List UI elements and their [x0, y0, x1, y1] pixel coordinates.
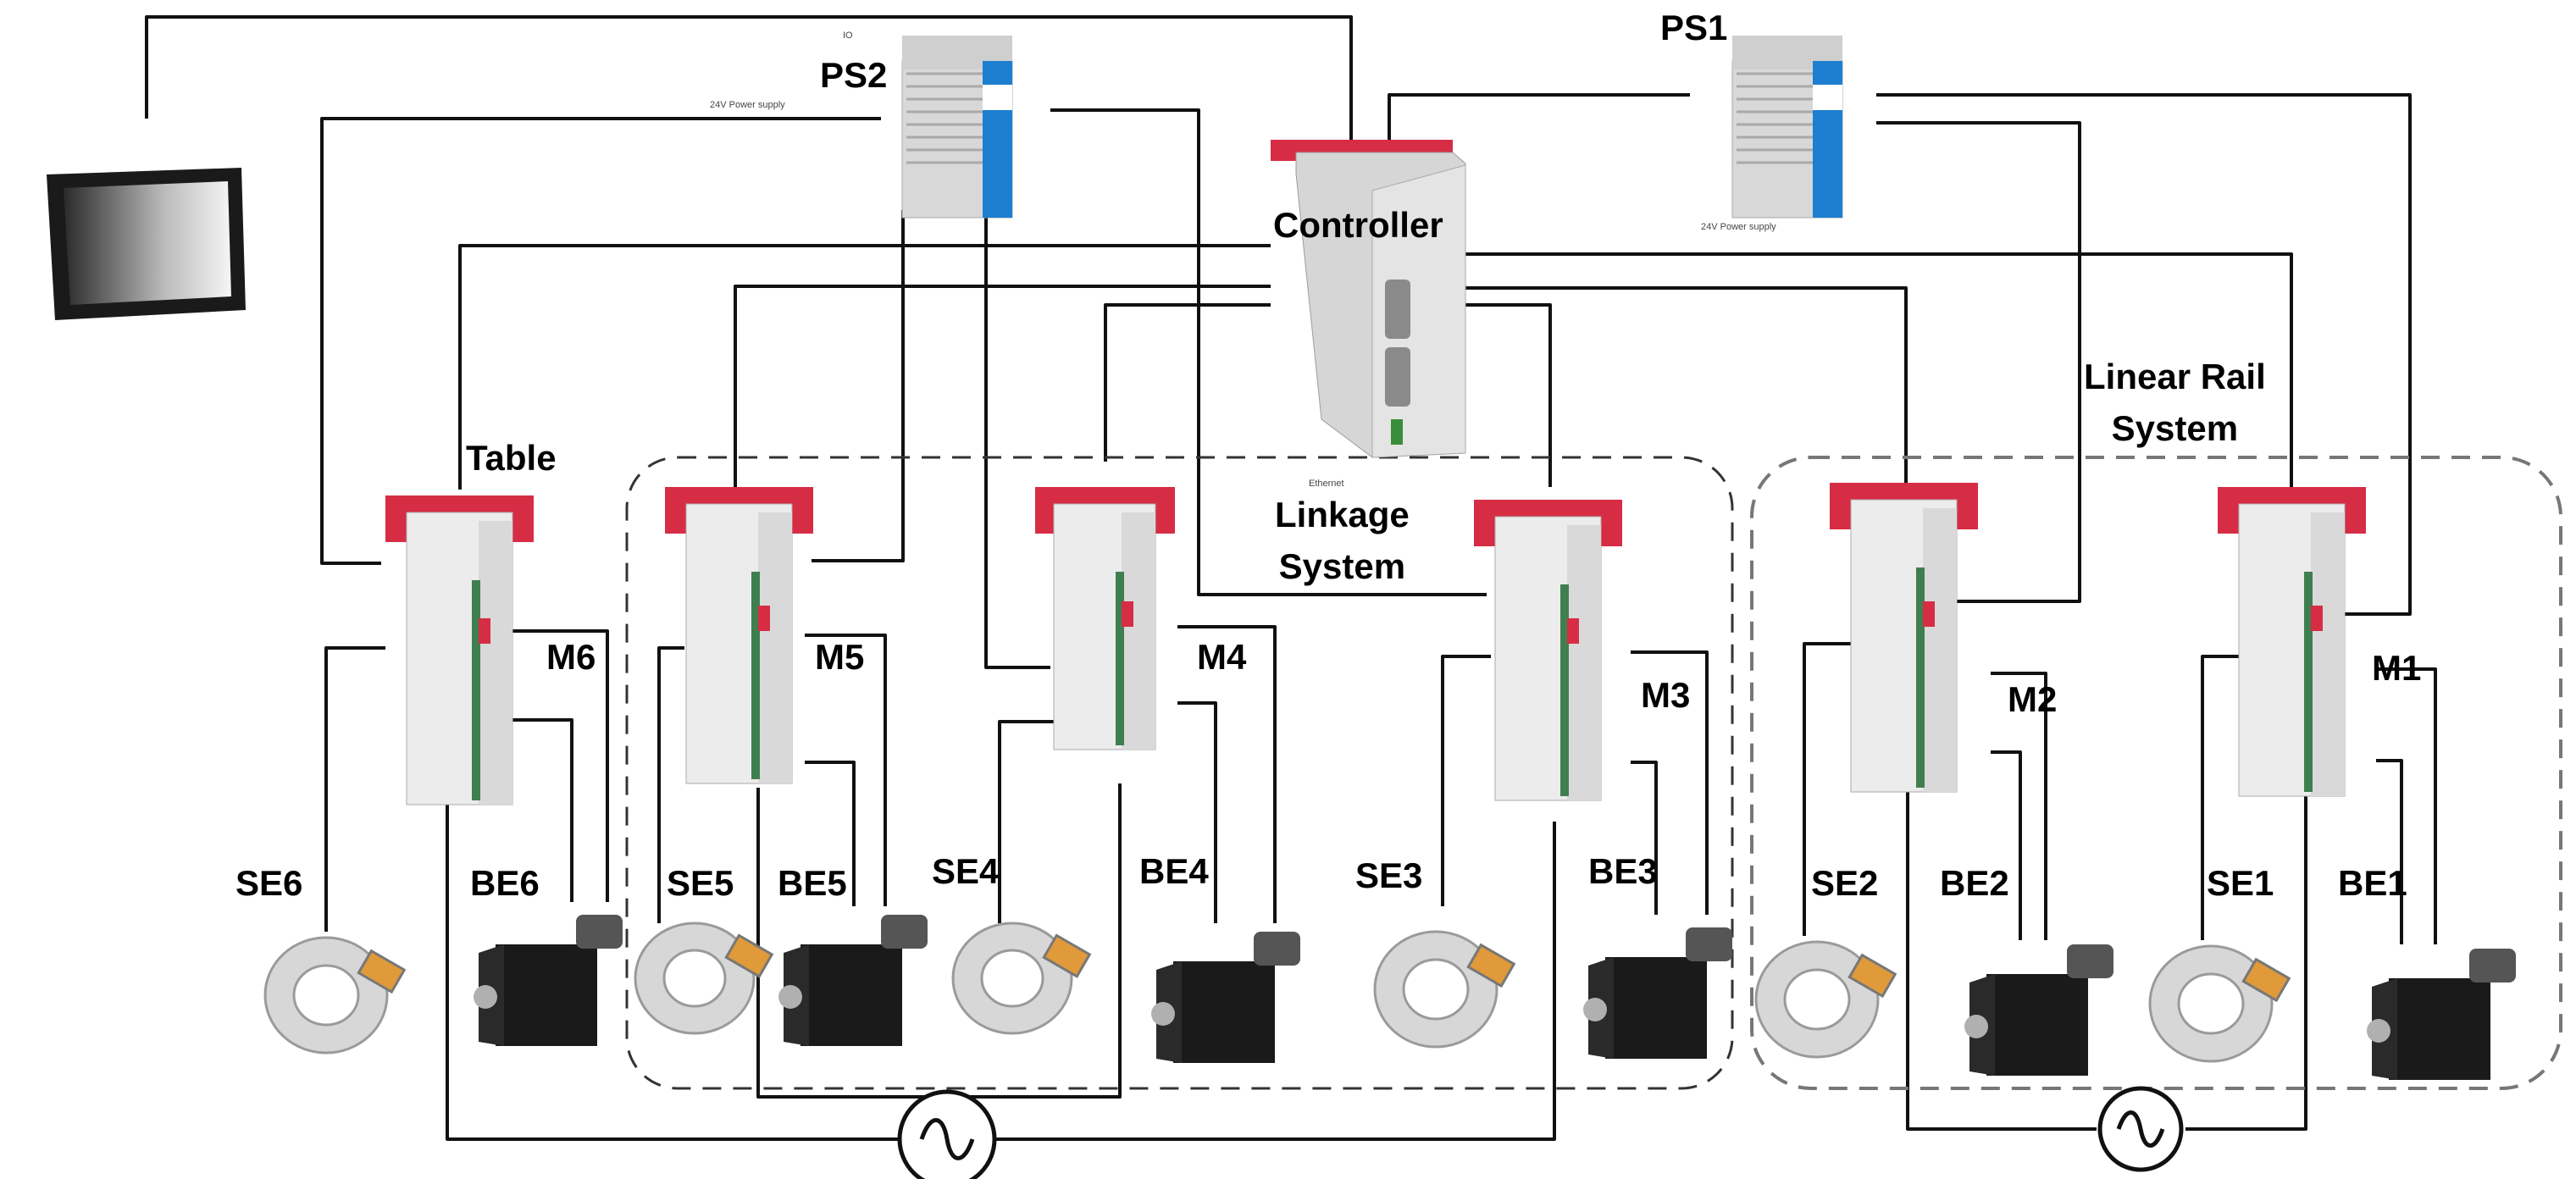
- ps2-m3-power-cable: [1050, 108, 1487, 596]
- ps2-m6-power-cable: [320, 117, 881, 565]
- ps1-power-supply: [1731, 36, 1843, 219]
- m5-be5-cable-a: [805, 634, 887, 906]
- m4-se4-cable: [998, 720, 1054, 923]
- ac-loop-linear-left: [1906, 788, 2097, 1131]
- ac-loop-linkage: [446, 779, 898, 1141]
- m4-be4-cable-a: [1177, 625, 1277, 923]
- motor-be6: [474, 915, 623, 1046]
- m1-se1-cable: [2201, 655, 2239, 940]
- m3-se3-cable: [1441, 655, 1491, 906]
- linear-rail-system-boundary: [1750, 456, 2562, 1090]
- label-m1: M1: [2372, 648, 2422, 688]
- controller-m1-cable: [1461, 252, 2293, 487]
- controller-m2-cable: [1461, 286, 1908, 487]
- ps1-caption: 24V Power supply: [1701, 222, 1776, 232]
- top-cable-caption: IO: [843, 30, 853, 41]
- m5-be5-cable-b: [805, 761, 856, 906]
- label-m4: M4: [1197, 637, 1247, 677]
- controller-caption: Ethernet: [1309, 479, 1344, 489]
- label-be2: BE2: [1940, 863, 2009, 903]
- motor-be3: [1583, 927, 1732, 1059]
- label-m3: M3: [1641, 675, 1691, 715]
- wiring: [145, 15, 2437, 1141]
- m6-be6-cable-b: [504, 718, 573, 902]
- ps1-m2-power-cable: [1876, 121, 2081, 603]
- motors: [474, 915, 2516, 1080]
- drive-m1: [2218, 487, 2366, 797]
- ps2-m4-power-cable: [984, 210, 1050, 669]
- label-se1: SE1: [2207, 863, 2274, 903]
- drive-m6: [385, 495, 534, 805]
- linear-rail-system-label-line2: System: [2111, 407, 2239, 448]
- servo-drives: [385, 483, 2366, 805]
- m5-se5-cable: [657, 646, 684, 923]
- m1-be1-cable-a: [2376, 667, 2437, 944]
- m1-be1-cable-b: [2376, 759, 2403, 944]
- m2-be2-cable-b: [1991, 750, 2022, 940]
- m6-se6-cable: [324, 646, 385, 932]
- linkage-system-label: Linkage System: [1275, 490, 1410, 593]
- controller-m5-cable: [734, 285, 1271, 495]
- motor-be2: [1964, 944, 2113, 1076]
- encoder-se1: [2148, 944, 2291, 1063]
- m3-be3-cable-b: [1631, 761, 1658, 915]
- ac-loop-linkage-right: [995, 822, 1556, 1141]
- hmi-panel: [47, 168, 246, 320]
- table-label: Table: [466, 438, 557, 478]
- label-m5: M5: [815, 637, 865, 677]
- servo-encoders: [263, 922, 2291, 1063]
- ps2-caption: 24V Power supply: [710, 100, 785, 110]
- label-be6: BE6: [470, 863, 540, 903]
- controller-m6-cable: [458, 244, 1271, 490]
- label-be1: BE1: [2338, 863, 2407, 903]
- ac-source-linkage: [897, 1089, 997, 1179]
- ps2-m5-power-cable: [812, 210, 905, 562]
- m4-be4-cable-b: [1177, 701, 1217, 923]
- ps2-label: PS2: [820, 55, 888, 95]
- drive-m4: [1035, 487, 1175, 750]
- motor-be4: [1151, 932, 1300, 1063]
- encoder-se4: [951, 922, 1092, 1035]
- controller-label: Controller: [1273, 205, 1443, 245]
- label-m6: M6: [546, 637, 596, 677]
- drive-m3: [1474, 500, 1622, 801]
- encoder-se6: [263, 936, 407, 1054]
- linkage-system-boundary: [625, 456, 1734, 1090]
- m3-be3-cable-a: [1631, 650, 1709, 915]
- linkage-system-label-line1: Linkage: [1275, 495, 1410, 534]
- linear-rail-system-label-line1: Linear Rail: [2084, 357, 2266, 396]
- label-be5: BE5: [778, 863, 847, 903]
- ps2-power-supply: [901, 36, 1013, 219]
- m6-be6-cable-a: [504, 629, 609, 902]
- ac-loop-linear-right: [2185, 796, 2307, 1131]
- m2-se2-cable: [1803, 642, 1851, 936]
- linear-rail-system-label: Linear Rail System: [2084, 351, 2266, 455]
- encoder-se3: [1373, 930, 1516, 1049]
- m2-be2-cable-a: [1991, 672, 2047, 940]
- label-be3: BE3: [1588, 851, 1658, 891]
- label-se4: SE4: [932, 851, 1000, 891]
- hmi-controller-cable: [145, 15, 1353, 144]
- ps1-m1-power-cable: [1876, 93, 2412, 616]
- label-se2: SE2: [1811, 863, 1879, 903]
- motor-be1: [2367, 949, 2516, 1080]
- controller-unit: [1271, 140, 1466, 458]
- ps1-label: PS1: [1660, 8, 1728, 47]
- ps1-controller-cable: [1388, 93, 1690, 144]
- label-be4: BE4: [1139, 851, 1209, 891]
- label-se6: SE6: [235, 863, 303, 903]
- encoder-se5: [634, 922, 774, 1035]
- linkage-system-label-line2: System: [1278, 545, 1406, 586]
- controller-m4-cable: [1104, 303, 1271, 462]
- drive-m2: [1830, 483, 1978, 793]
- encoder-se2: [1754, 940, 1897, 1059]
- ac-source-linear: [2097, 1086, 2184, 1172]
- drive-m5: [665, 487, 813, 784]
- label-m2: M2: [2008, 679, 2058, 719]
- controller-m3-cable: [1461, 303, 1552, 487]
- label-se3: SE3: [1355, 855, 1423, 895]
- label-se5: SE5: [667, 863, 734, 903]
- motor-be5: [778, 915, 928, 1046]
